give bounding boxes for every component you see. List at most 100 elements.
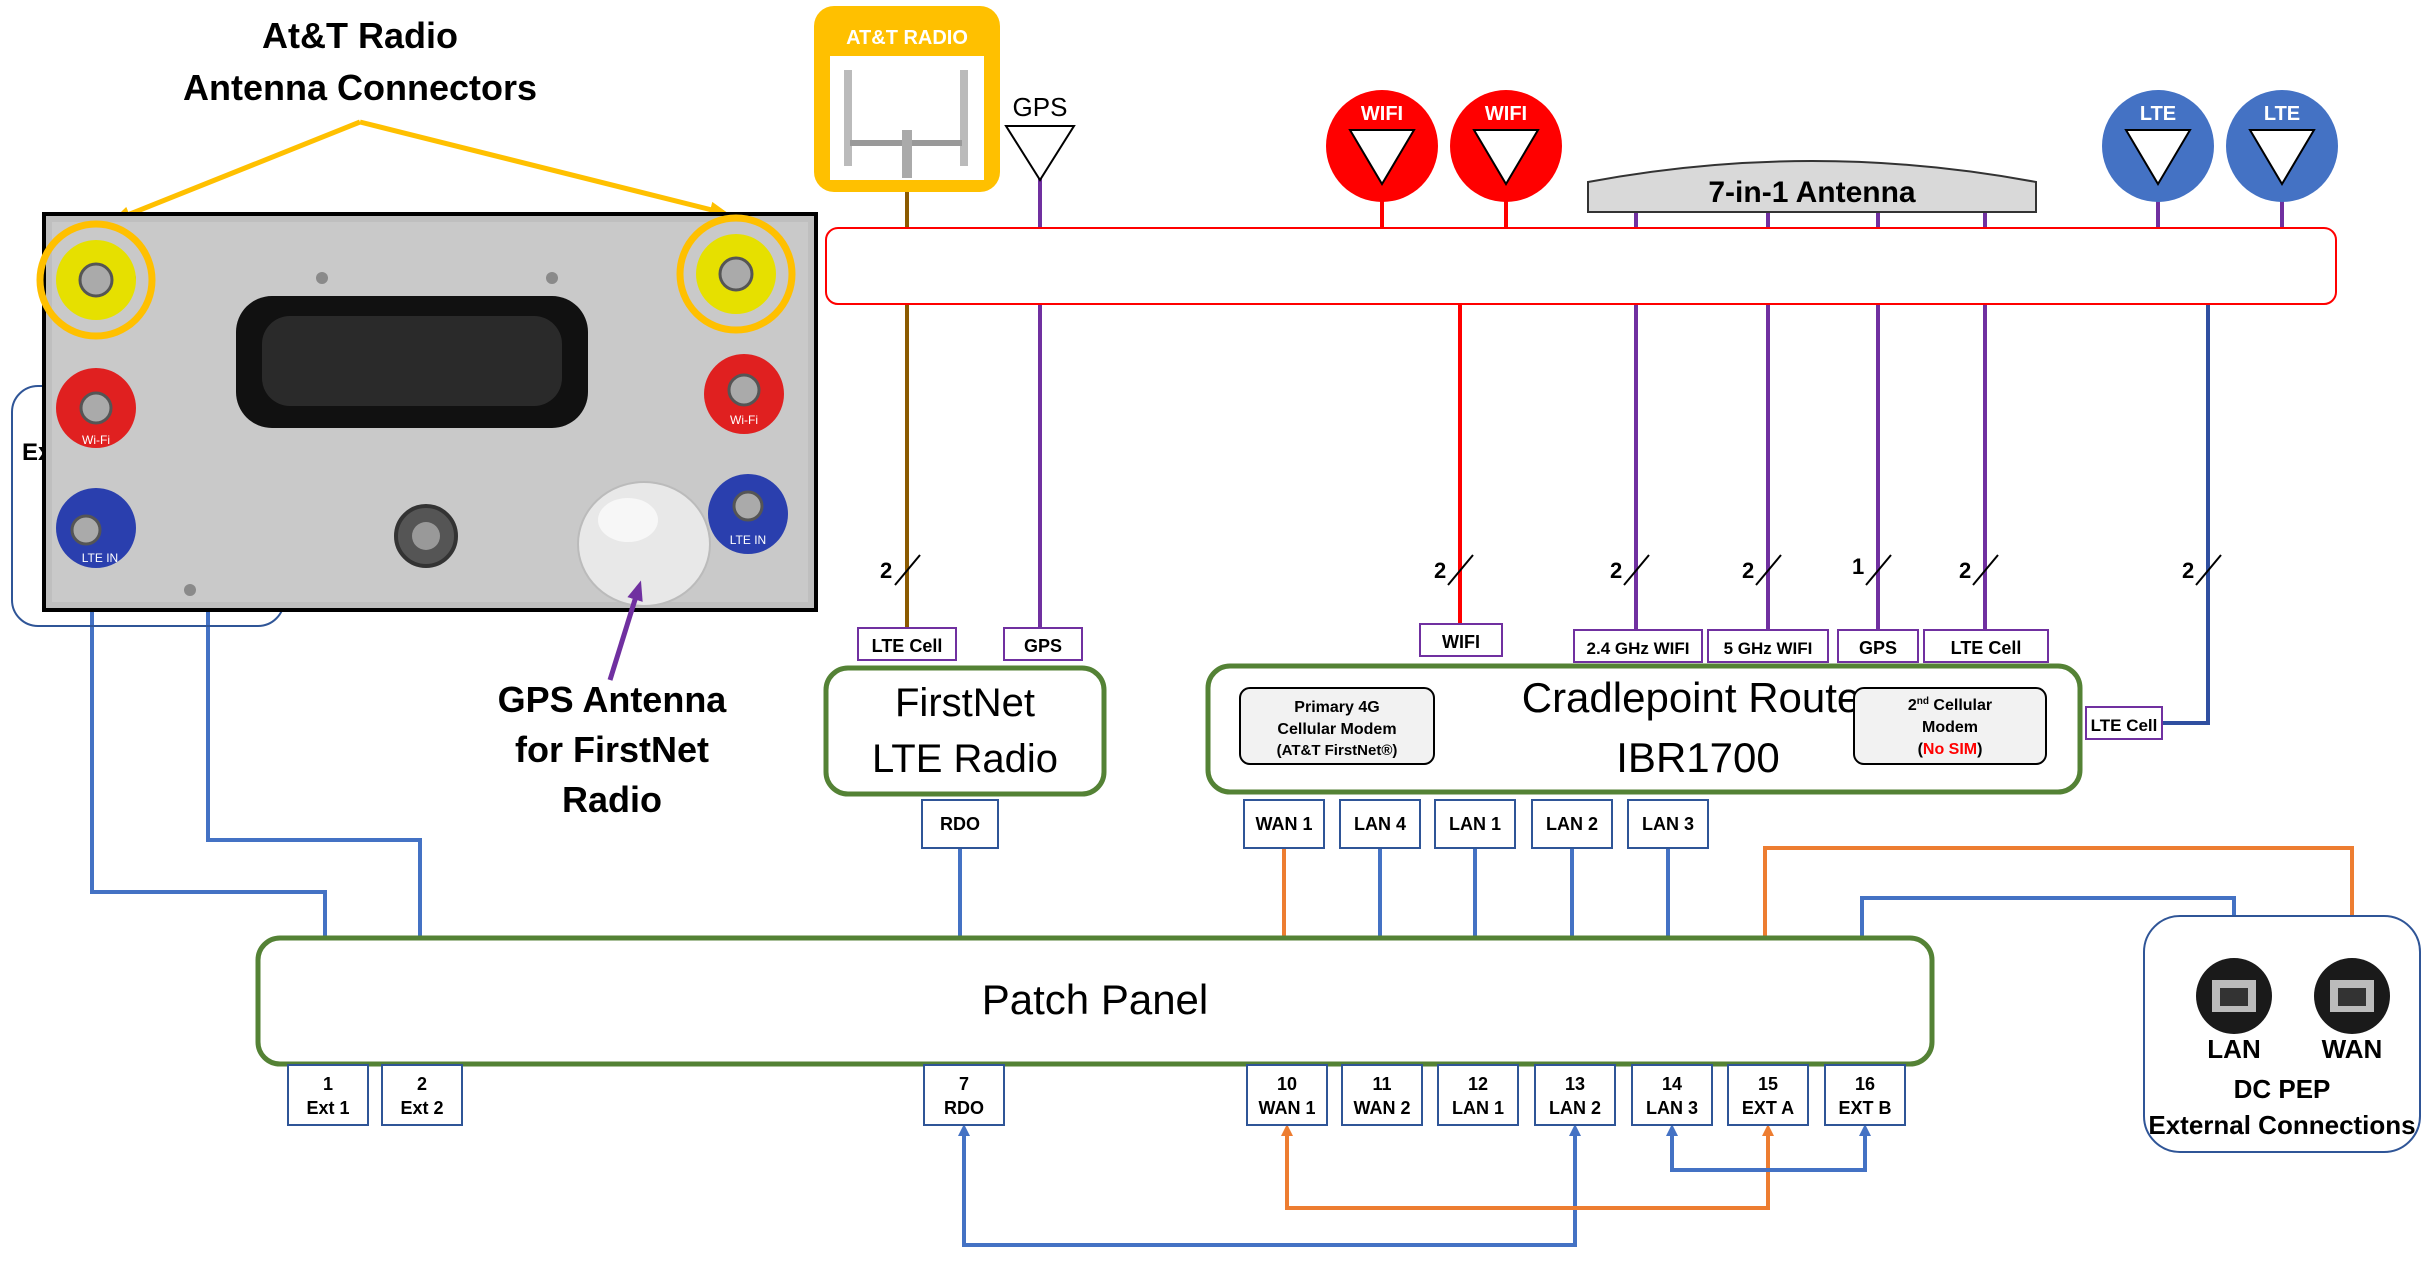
slash-firstnet	[894, 554, 921, 586]
patch-panel-ports: 1 Ext 1 2 Ext 2 7 RDO 10 WAN 1 11 WAN 2 …	[287, 1064, 1906, 1126]
router-ports: WAN 1 LAN 4 LAN 1 LAN 2 LAN 3	[1243, 799, 1709, 849]
rdo-lan2-loop	[958, 1124, 1581, 1247]
lte-port-label-left: LTE IN	[82, 551, 118, 565]
svg-text:1: 1	[323, 1074, 333, 1094]
router-port-lan4: LAN 4	[1339, 799, 1421, 849]
dc-pep: LAN WAN DC PEP External Connections	[2143, 915, 2421, 1153]
patch-panel-title: Patch Panel	[982, 976, 1209, 1023]
port-wifi24: 2.4 GHz WIFI	[1587, 639, 1690, 658]
count-wifi5: 2	[1742, 558, 1754, 583]
wifi-antenna-1-icon	[1348, 129, 1416, 186]
count-wifi: 2	[1434, 558, 1446, 583]
patch-panel: Patch Panel	[255, 935, 1935, 1067]
svg-text:7: 7	[959, 1074, 969, 1094]
svg-text:16: 16	[1855, 1074, 1875, 1094]
svg-text:Ext 1: Ext 1	[306, 1098, 349, 1118]
gps-callout-3: Radio	[562, 779, 662, 820]
count-wifi24: 2	[1610, 558, 1622, 583]
port-fn-gps: GPS	[1024, 636, 1062, 656]
lte-antenna-1: LTE	[2102, 90, 2214, 202]
patch-port-15: 15 EXT A	[1727, 1064, 1809, 1126]
router-port-wan1: WAN 1	[1243, 799, 1325, 849]
svg-text:LAN 3: LAN 3	[1642, 814, 1694, 834]
svg-text:LAN 1: LAN 1	[1452, 1098, 1504, 1118]
svg-text:10: 10	[1277, 1074, 1297, 1094]
modem2-line3: (No SIM)	[1918, 741, 1983, 758]
att-connector-highlight-right	[676, 214, 796, 334]
modem2-line1: 2nd Cellular	[1908, 696, 1992, 714]
wifi-antenna-1-label: WIFI	[1361, 103, 1403, 125]
svg-text:13: 13	[1565, 1074, 1585, 1094]
count-lte7in1: 2	[1959, 558, 1971, 583]
svg-text:EXT B: EXT B	[1838, 1098, 1891, 1118]
patch-port-13: 13 LAN 2	[1534, 1064, 1616, 1126]
patch-port-10: 10 WAN 1	[1246, 1064, 1328, 1126]
svg-text:LAN 2: LAN 2	[1549, 1098, 1601, 1118]
gps-antenna: GPS	[1004, 92, 1076, 182]
modem1-line2: Cellular Modem	[1277, 721, 1396, 738]
svg-text:LAN 2: LAN 2	[1546, 814, 1598, 834]
antenna-bulkhead-bar	[825, 227, 2337, 305]
slash-gps	[1865, 554, 1892, 586]
slash-lte7in1	[1972, 554, 1999, 586]
wifi-antenna-2: WIFI	[1450, 90, 1562, 202]
svg-text:12: 12	[1468, 1074, 1488, 1094]
router-port-lan2: LAN 2	[1531, 799, 1613, 849]
gps-antenna-icon	[1004, 125, 1076, 182]
panel-photo: Ex Wi-Fi LTE IN Wi-Fi LTE IN	[11, 212, 818, 627]
slash-wifi	[1447, 554, 1474, 586]
gps-callout-1: GPS Antenna	[498, 679, 728, 720]
router-port-lan1: LAN 1	[1434, 799, 1516, 849]
lte-antenna-2-icon	[2248, 129, 2316, 186]
svg-text:WAN 2: WAN 2	[1353, 1098, 1410, 1118]
lte-port-label-right: LTE IN	[730, 533, 766, 547]
firstnet-rdo-port: RDO	[940, 814, 980, 834]
wifi-antenna-2-icon	[1472, 129, 1540, 186]
lte-cell-ext-cable	[2152, 305, 2210, 725]
slash-wifi5	[1755, 554, 1782, 586]
att-connectors-title-2: Antenna Connectors	[183, 67, 537, 108]
count-gps: 1	[1852, 554, 1864, 579]
patch-port-2: 2 Ext 2	[381, 1064, 463, 1126]
svg-text:14: 14	[1662, 1074, 1682, 1094]
dc-pep-title-2: External Connections	[2148, 1110, 2415, 1140]
wifi-port-label-left: Wi-Fi	[82, 433, 110, 447]
svg-text:LAN 4: LAN 4	[1354, 814, 1406, 834]
lan3-extb-loop	[1666, 1124, 1871, 1172]
count-lte-ext: 2	[2182, 558, 2194, 583]
att-connectors-callout: At&T Radio Antenna Connectors	[110, 15, 730, 222]
patch-port-12: 12 LAN 1	[1437, 1064, 1519, 1126]
dc-pep-title-1: DC PEP	[2234, 1074, 2331, 1104]
gps-callout: GPS Antenna for FirstNet Radio	[498, 580, 728, 820]
att-connector-highlight-left	[36, 220, 156, 340]
port-fn-lte-cell: LTE Cell	[872, 636, 943, 656]
gps-callout-2: for FirstNet	[515, 729, 709, 770]
slash-lte-ext	[2195, 554, 2222, 586]
wifi-port-label-right: Wi-Fi	[730, 413, 758, 427]
lan-jack-icon	[2196, 958, 2272, 1034]
wan-jack-icon	[2314, 958, 2390, 1034]
svg-text:WAN 1: WAN 1	[1258, 1098, 1315, 1118]
modem1-line1: Primary 4G	[1294, 699, 1379, 716]
port-lte-cell-right: LTE Cell	[2091, 716, 2158, 735]
gps-antenna-label: GPS	[1013, 92, 1068, 122]
att-radio-antenna: AT&T RADIO	[814, 6, 1000, 192]
lte-antenna-2: LTE	[2226, 90, 2338, 202]
slash-wifi24	[1623, 554, 1650, 586]
cradlepoint-router: Cradlepoint Router IBR1700 Primary 4G Ce…	[1205, 663, 2083, 795]
patch-port-7: 7 RDO	[923, 1064, 1005, 1126]
rf-port-labels: LTE Cell GPS WIFI 2.4 GHz WIFI 5 GHz WIF…	[857, 623, 2163, 740]
svg-text:15: 15	[1758, 1074, 1778, 1094]
svg-text:WAN 1: WAN 1	[1255, 814, 1312, 834]
patch-port-14: 14 LAN 3	[1631, 1064, 1713, 1126]
firstnet-title-2: LTE Radio	[872, 737, 1058, 781]
router-port-lan3: LAN 3	[1627, 799, 1709, 849]
dc-pep-lan: LAN	[2207, 1034, 2260, 1064]
firstnet-title-1: FirstNet	[895, 681, 1035, 725]
port-wifi: WIFI	[1442, 632, 1480, 652]
svg-text:EXT A: EXT A	[1742, 1098, 1794, 1118]
att-radio-label: AT&T RADIO	[846, 27, 968, 49]
lte-antenna-2-label: LTE	[2264, 103, 2300, 125]
cable-counts: 2 2 2 2 1 2 2	[880, 554, 2194, 583]
